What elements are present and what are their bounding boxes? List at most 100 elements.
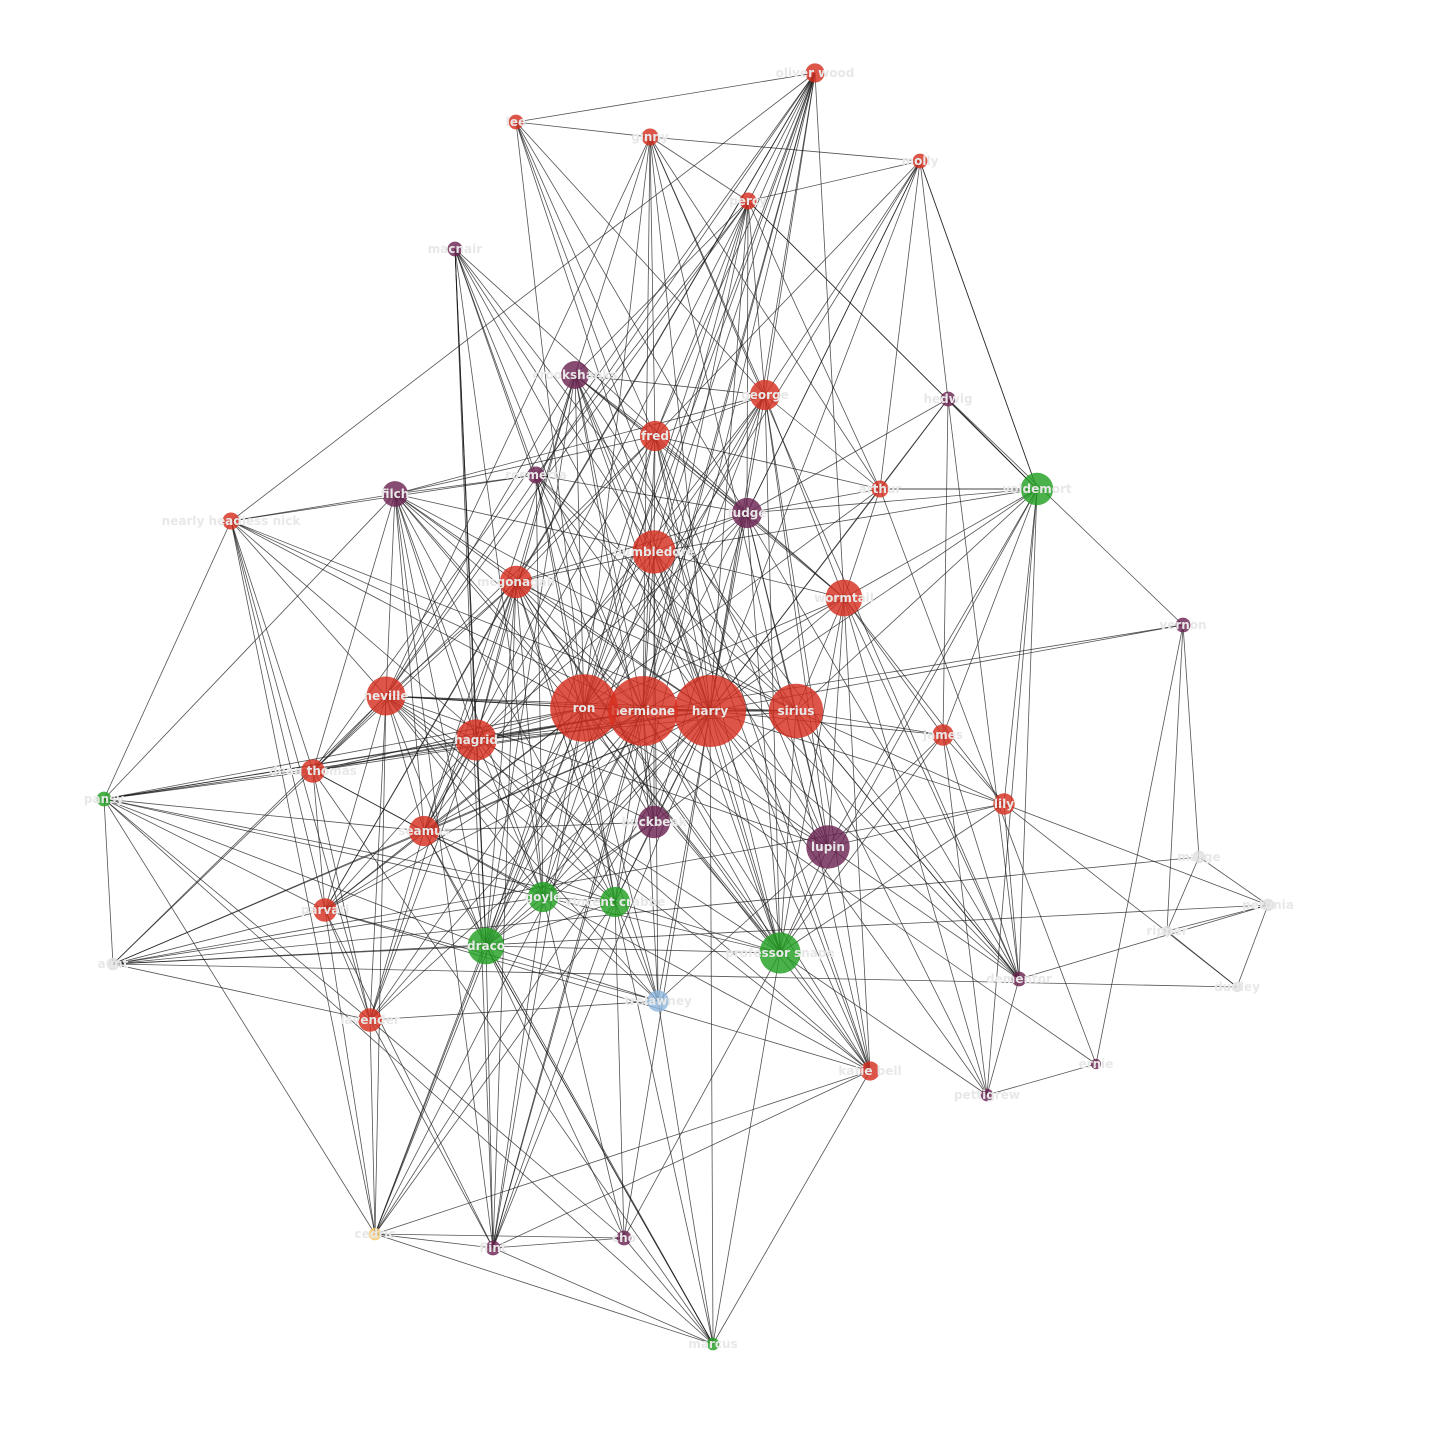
node-neville[interactable]: neville [364, 676, 409, 716]
node-hagrid[interactable]: hagrid [454, 719, 498, 761]
node-fudge[interactable]: fudge [727, 497, 767, 529]
node-flint[interactable]: flint [479, 1240, 507, 1256]
node-circle-mcgonagall[interactable] [499, 565, 533, 599]
node-ron[interactable]: ron [550, 674, 618, 742]
node-circle-lily[interactable] [993, 793, 1015, 815]
node-circle-u5[interactable] [1231, 981, 1243, 993]
node-rosmerta[interactable]: rosmerta [505, 466, 567, 484]
node-sirius[interactable]: sirius [768, 683, 824, 739]
node-circle-draco[interactable] [467, 927, 505, 965]
node-fred[interactable]: fred [639, 420, 671, 452]
node-circle-seamus[interactable] [408, 815, 440, 847]
node-circle-snape[interactable] [759, 932, 801, 974]
node-ginny[interactable]: ginny [631, 128, 669, 146]
node-buckbeak[interactable]: buckbeak [621, 805, 688, 839]
node-circle-cho[interactable] [616, 1230, 632, 1246]
node-voldemort[interactable]: voldemort [1002, 472, 1072, 506]
node-circle-fred[interactable] [639, 420, 671, 452]
node-vernon[interactable]: vernon [1159, 617, 1207, 633]
node-circle-neville[interactable] [366, 676, 406, 716]
node-circle-goyle[interactable] [527, 881, 559, 913]
node-circle-cedric[interactable] [368, 1227, 382, 1241]
node-circle-pansy[interactable] [96, 791, 112, 807]
node-pansy[interactable]: pansy [84, 791, 124, 807]
node-circle-trelawney[interactable] [647, 990, 669, 1012]
node-circle-dumbledore[interactable] [632, 530, 676, 574]
node-circle-katie[interactable] [860, 1061, 880, 1081]
node-hedwig[interactable]: hedwig [923, 391, 973, 407]
node-circle-dean[interactable] [301, 759, 325, 783]
node-circle-ron[interactable] [550, 674, 618, 742]
node-circle-lee[interactable] [508, 114, 524, 130]
node-circle-vernon[interactable] [1175, 617, 1191, 633]
node-circle-u2[interactable] [1192, 850, 1206, 864]
node-circle-george[interactable] [749, 379, 781, 411]
node-circle-ernie[interactable] [1090, 1058, 1102, 1070]
node-goyle[interactable]: goyle [525, 881, 562, 913]
node-draco[interactable]: draco [467, 927, 505, 965]
node-circle-buckbeak[interactable] [637, 805, 671, 839]
node-circle-sirius[interactable] [768, 683, 824, 739]
node-circle-dementor[interactable] [1011, 971, 1027, 987]
node-seamus[interactable]: seamus [398, 815, 450, 847]
node-crookshanks[interactable]: crookshanks [533, 361, 618, 389]
node-arthur[interactable]: arthur [859, 480, 902, 498]
node-ghost[interactable]: nearly headless nick [162, 512, 302, 530]
node-circle-lupin[interactable] [806, 825, 850, 869]
node-circle-molly[interactable] [912, 153, 928, 169]
node-macnair[interactable]: macnair [428, 241, 482, 257]
node-katie[interactable]: katie bell [838, 1061, 902, 1081]
node-circle-hagrid[interactable] [455, 719, 497, 761]
node-pettigrew[interactable]: pettigrew [954, 1088, 1020, 1102]
node-circle-filch[interactable] [382, 481, 408, 507]
node-wormtail[interactable]: wormtail [814, 579, 874, 617]
node-crabbe[interactable]: vincent crabbe [565, 886, 666, 918]
node-circle-harry[interactable] [674, 675, 746, 747]
node-circle-lavender[interactable] [358, 1008, 382, 1032]
node-circle-percy[interactable] [739, 192, 757, 210]
node-lupin[interactable]: lupin [806, 825, 850, 869]
node-lily[interactable]: lily [993, 793, 1015, 815]
node-u3[interactable]: ripper [1146, 924, 1187, 938]
node-circle-pettigrew[interactable] [980, 1088, 994, 1102]
node-u1[interactable]: aunt [98, 957, 129, 971]
node-u2[interactable]: marge [1177, 850, 1220, 864]
node-circle-arthur[interactable] [871, 480, 889, 498]
node-circle-crabbe[interactable] [599, 886, 631, 918]
node-hermione[interactable]: hermione [608, 676, 678, 746]
node-circle-u1[interactable] [106, 957, 120, 971]
node-harry[interactable]: harry [674, 675, 746, 747]
node-dementor[interactable]: dementor [986, 971, 1052, 987]
node-circle-fudge[interactable] [731, 497, 763, 529]
node-lavender[interactable]: lavender [340, 1008, 400, 1032]
node-marcus[interactable]: marcus [688, 1337, 737, 1351]
node-molly[interactable]: molly [902, 153, 939, 169]
node-percy[interactable]: percy [729, 192, 767, 210]
node-circle-james[interactable] [932, 724, 954, 746]
node-ernie[interactable]: ernie [1079, 1057, 1114, 1071]
node-dumbledore[interactable]: dumbledore [613, 530, 695, 574]
node-circle-crookshanks[interactable] [561, 361, 589, 389]
node-circle-ginny[interactable] [641, 128, 659, 146]
node-oliver[interactable]: oliver wood [776, 63, 855, 83]
node-circle-rosmerta[interactable] [527, 466, 545, 484]
node-circle-voldemort[interactable] [1020, 472, 1054, 506]
node-circle-u3[interactable] [1161, 925, 1173, 937]
node-circle-hermione[interactable] [608, 676, 678, 746]
node-circle-ghost[interactable] [222, 512, 240, 530]
node-circle-marcus[interactable] [706, 1337, 720, 1351]
node-u5[interactable]: dudley [1214, 980, 1260, 994]
node-james[interactable]: james [922, 724, 963, 746]
node-trelawney[interactable]: trelawney [624, 990, 692, 1012]
node-dean[interactable]: dean thomas [269, 759, 357, 783]
node-u4[interactable]: petunia [1242, 898, 1294, 912]
node-filch[interactable]: filch [381, 481, 410, 507]
node-mcgonagall[interactable]: mcgonagall [477, 565, 555, 599]
node-circle-hedwig[interactable] [940, 391, 956, 407]
node-circle-wormtail[interactable] [825, 579, 863, 617]
node-circle-u4[interactable] [1261, 898, 1275, 912]
node-circle-parvati[interactable] [313, 898, 337, 922]
node-cho[interactable]: cho [612, 1230, 636, 1246]
node-circle-macnair[interactable] [447, 241, 463, 257]
node-circle-oliver[interactable] [805, 63, 825, 83]
